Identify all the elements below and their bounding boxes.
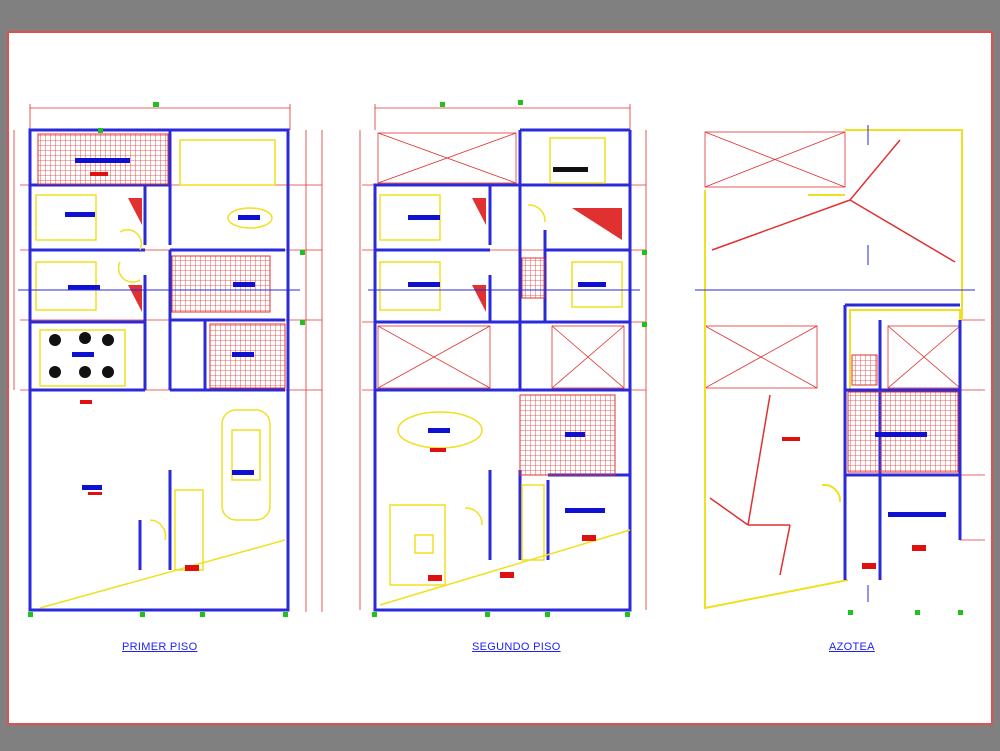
room-labels [65, 158, 260, 490]
room-label-dark [553, 167, 588, 172]
plan-title-segundo-piso: SEGUNDO PISO [472, 641, 561, 653]
axis-line [695, 125, 975, 602]
markers [28, 102, 305, 617]
void-outlines [704, 131, 985, 541]
tiled-floor [851, 354, 878, 386]
plan-azotea [695, 125, 985, 615]
furniture [35, 139, 286, 609]
markers [848, 610, 963, 615]
plan-segundo-piso [359, 100, 647, 617]
walls [28, 128, 290, 612]
room-labels [875, 432, 946, 517]
tiled-floor [521, 257, 545, 299]
plan-title-primer-piso: PRIMER PISO [122, 641, 198, 653]
slope-arrows [709, 139, 956, 576]
plan-title-azotea: AZOTEA [829, 641, 875, 653]
markers [372, 100, 647, 617]
stair-marks [472, 198, 622, 312]
stair-marks [128, 198, 142, 312]
dimension-lines [359, 104, 647, 610]
tiled-floor [171, 255, 271, 313]
level-marks [782, 437, 926, 569]
plan-primer-piso [13, 102, 323, 617]
level-marks [80, 172, 199, 571]
chairs [49, 332, 114, 378]
level-marks [428, 448, 596, 581]
parapet-walls [704, 129, 963, 610]
room-labels [408, 215, 606, 513]
